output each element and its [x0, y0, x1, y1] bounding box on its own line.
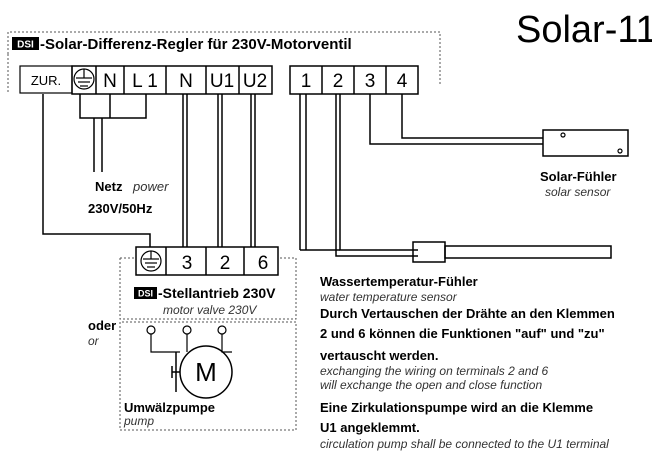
water-sensor-wires — [299, 94, 418, 257]
svg-text:DSI: DSI — [138, 289, 153, 299]
terminal-u2: U2 — [243, 71, 267, 92]
terminal-u1: U1 — [210, 71, 234, 92]
controller-terminal-strip: ZUR. — [19, 65, 419, 95]
terminal-l1: L 1 — [132, 71, 158, 92]
actuator-terminal-strip — [135, 246, 279, 276]
pump-label-en: pump — [123, 414, 154, 428]
actuator-terminal-2: 2 — [220, 253, 231, 274]
pump-label: Umwälzpumpe — [124, 400, 215, 415]
terminal-1: 1 — [301, 71, 312, 92]
zur-label: ZUR. — [31, 73, 61, 88]
water-temperature-sensor — [412, 241, 612, 263]
notes: Durch Vertauschen der Drähte an den Klem… — [320, 306, 615, 451]
power-spec: 230V/50Hz — [88, 201, 153, 216]
controller-outline — [7, 31, 441, 84]
earth-icon — [73, 68, 95, 90]
note-swap-3: vertauscht werden. — [320, 348, 439, 363]
diagram-title: Solar-11 — [516, 9, 652, 51]
note-swap-2: 2 und 6 können die Funktionen "auf" und … — [320, 326, 605, 341]
power-label: Netz — [95, 179, 123, 194]
or-label: oder — [88, 318, 116, 333]
terminal-n: N — [103, 71, 117, 92]
power-label-en: power — [132, 179, 169, 194]
actuator-earth-icon — [140, 250, 162, 272]
terminal-4: 4 — [397, 71, 408, 92]
earth-wire — [42, 94, 151, 247]
actuator-label: -Stellantrieb 230V — [158, 285, 276, 301]
solar-sensor-label-en: solar sensor — [545, 185, 611, 199]
motor-icon: M — [179, 345, 233, 399]
note-pump-2: U1 angeklemmt. — [320, 420, 420, 435]
solar-sensor — [542, 129, 629, 157]
water-sensor-label-en: water temperature sensor — [320, 290, 458, 304]
power-wires — [79, 94, 147, 172]
note-swap-1: Durch Vertauschen der Drähte an den Klem… — [320, 306, 615, 321]
controller-label: -Solar-Differenz-Regler für 230V-Motorve… — [40, 36, 352, 53]
svg-text:DSI: DSI — [17, 40, 34, 51]
or-label-en: or — [88, 334, 100, 348]
note-swap-en-2: will exchange the open and close functio… — [320, 378, 542, 392]
actuator-terminal-3: 3 — [182, 253, 193, 274]
actuator-terminal-6: 6 — [258, 253, 269, 274]
power-terminal-block — [71, 65, 273, 95]
terminal-n2: N — [179, 71, 193, 92]
terminal-2: 2 — [333, 71, 344, 92]
actuator-label-en: motor valve 230V — [163, 303, 257, 317]
actuator-logo: DSI — [134, 287, 157, 299]
actuator-outline — [119, 257, 297, 320]
pump-outline — [119, 321, 297, 431]
terminal-3: 3 — [365, 71, 376, 92]
actuator-wires — [182, 94, 256, 247]
note-swap-en-1: exchanging the wiring on terminals 2 and… — [320, 364, 548, 378]
svg-text:M: M — [195, 357, 217, 387]
note-pump-1: Eine Zirkulationspumpe wird an die Klemm… — [320, 400, 593, 415]
water-sensor-label: Wassertemperatur-Fühler — [320, 274, 478, 289]
note-pump-en: circulation pump shall be connected to t… — [320, 437, 609, 451]
pump-wiring — [146, 325, 232, 392]
controller-logo: DSI — [12, 37, 39, 51]
solar-sensor-label: Solar-Fühler — [540, 169, 617, 184]
solar-sensor-wires — [369, 94, 543, 145]
